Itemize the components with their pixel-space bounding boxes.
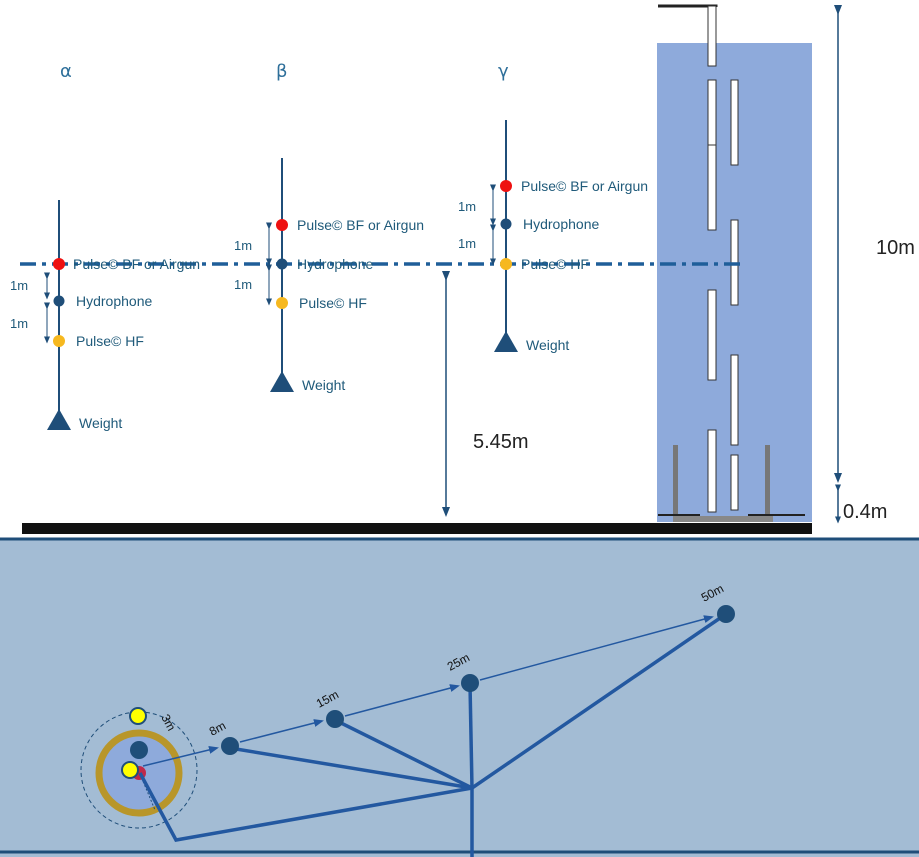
mooring-gamma-symbol: γ <box>498 61 509 82</box>
source-zone-dashed-circle <box>80 711 198 829</box>
arrow-25m-to-50m <box>479 615 714 681</box>
tank <box>657 4 812 522</box>
mooring-alpha-source-label: Pulse© BF or Airgun <box>73 256 200 272</box>
mooring-alpha-hf-label: Pulse© HF <box>76 333 144 349</box>
mooring-gamma-source <box>500 180 512 192</box>
mooring-alpha-source <box>53 258 65 270</box>
node-50m <box>717 605 735 623</box>
mooring-alpha-hydrophone-label: Hydrophone <box>76 293 152 309</box>
mooring-gamma: γ Pulse© BF or Airgun Hydrophone Pulse© … <box>458 61 648 353</box>
tank-inlet-pipe <box>658 4 718 8</box>
mooring-alpha-hf <box>53 335 65 347</box>
distance-label-8m: 8m <box>207 718 228 738</box>
tank-pipe-upper <box>707 5 717 67</box>
source-hydrophone-marker <box>130 741 148 759</box>
mooring-alpha: α Pulse© BF or Airgun Hydrophone Pulse© … <box>10 61 200 431</box>
arrow-8m-to-15m <box>239 719 324 743</box>
mooring-alpha-spacing-bottom: 1m <box>10 316 28 331</box>
tank-support-right <box>765 445 770 520</box>
distance-label-3m: 3m <box>158 712 178 733</box>
mooring-gamma-hf-label: Pulse© HF <box>521 256 589 272</box>
plan-view: 3m 8m 15m 25m 50m <box>0 537 919 857</box>
cable-network <box>138 612 727 857</box>
mooring-alpha-spacing-top: 1m <box>10 278 28 293</box>
mooring-beta-source <box>276 219 288 231</box>
mooring-beta-spacing-bottom: 1m <box>234 277 252 292</box>
side-view: 5.45m 10m 0.4m α Pulse© BF or Airgun Hyd… <box>10 4 915 534</box>
depth-dimension-label: 5.45m <box>473 431 529 453</box>
mooring-beta: β Pulse© BF or Airgun Hydrophone Pulse© … <box>234 61 424 393</box>
mooring-gamma-weight-label: Weight <box>526 337 569 353</box>
arrow-15m-to-25m <box>344 684 460 717</box>
mooring-beta-weight-label: Weight <box>302 377 345 393</box>
mooring-gamma-hydrophone <box>500 218 512 230</box>
mooring-beta-weight-icon <box>270 371 294 392</box>
mooring-gamma-spacing-bottom: 1m <box>458 236 476 251</box>
ground-line <box>22 523 812 534</box>
tank-base-label: 0.4m <box>843 501 887 523</box>
mooring-gamma-hydrophone-label: Hydrophone <box>523 216 599 232</box>
tank-support-left <box>673 445 678 520</box>
node-15m <box>326 710 344 728</box>
mooring-gamma-weight-icon <box>494 331 518 352</box>
node-8m <box>221 737 239 755</box>
mooring-gamma-source-label: Pulse© BF or Airgun <box>521 178 648 194</box>
mooring-alpha-hydrophone <box>53 295 65 307</box>
mooring-beta-hydrophone-label: Hydrophone <box>297 256 373 272</box>
mooring-alpha-symbol: α <box>60 61 72 82</box>
mooring-beta-hydrophone <box>276 258 288 270</box>
mooring-beta-hf-label: Pulse© HF <box>299 295 367 311</box>
arrow-source-to-8m <box>142 746 219 767</box>
node-25m <box>461 674 479 692</box>
mooring-beta-symbol: β <box>276 61 288 82</box>
mooring-beta-hf <box>276 297 288 309</box>
mooring-gamma-hf <box>500 258 512 270</box>
source-radius-line <box>139 773 156 811</box>
tank-height-label: 10m <box>876 237 915 259</box>
mooring-beta-spacing-top: 1m <box>234 238 252 253</box>
mooring-gamma-spacing-top: 1m <box>458 199 476 214</box>
mooring-alpha-weight-icon <box>47 409 71 430</box>
source-yellow-marker-inner <box>121 761 139 779</box>
mooring-beta-source-label: Pulse© BF or Airgun <box>297 217 424 233</box>
tank-base-plate <box>673 516 773 522</box>
source-yellow-marker-outer <box>129 707 147 725</box>
mooring-alpha-weight-label: Weight <box>79 415 122 431</box>
